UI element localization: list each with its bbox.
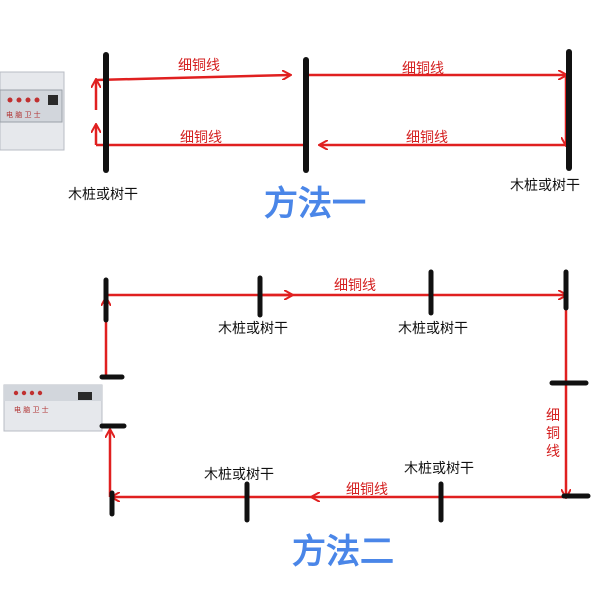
wire-label: 细铜线 (180, 130, 222, 146)
method2-wires (106, 295, 566, 497)
post-label: 木桩或树干 (404, 460, 474, 477)
wire-label: 细铜线 (346, 482, 388, 498)
method1-posts (103, 49, 572, 173)
wire-label: 细铜线 (402, 61, 444, 77)
method1-section: 电 脑 卫 士 细铜线 细铜线 细铜线 细铜线 (0, 49, 580, 224)
wire-label: 细铜线 (178, 58, 220, 74)
method1-title: 方法一 (264, 184, 366, 224)
method1-wires (96, 75, 566, 145)
device-label: 电 脑 卫 士 (14, 405, 49, 414)
wire-label: 细铜线 (334, 278, 376, 294)
wire-label: 细铜线 (406, 130, 448, 146)
post-label: 木桩或树干 (68, 186, 138, 203)
post-label: 木桩或树干 (510, 177, 580, 194)
wire-label-vertical: 细 铜 线 (546, 408, 564, 460)
post-label: 木桩或树干 (218, 320, 288, 337)
method2-section: 电 脑 卫 士 (3, 269, 591, 572)
post-label: 木桩或树干 (398, 320, 468, 337)
method2-posts (99, 269, 591, 523)
device-label: 电 脑 卫 士 (6, 110, 41, 119)
post-label: 木桩或树干 (204, 466, 274, 483)
energizer-unit-icon: 电 脑 卫 士 (3, 384, 103, 432)
energizer-unit-icon: 电 脑 卫 士 (0, 71, 65, 151)
method2-title: 方法二 (292, 532, 394, 572)
